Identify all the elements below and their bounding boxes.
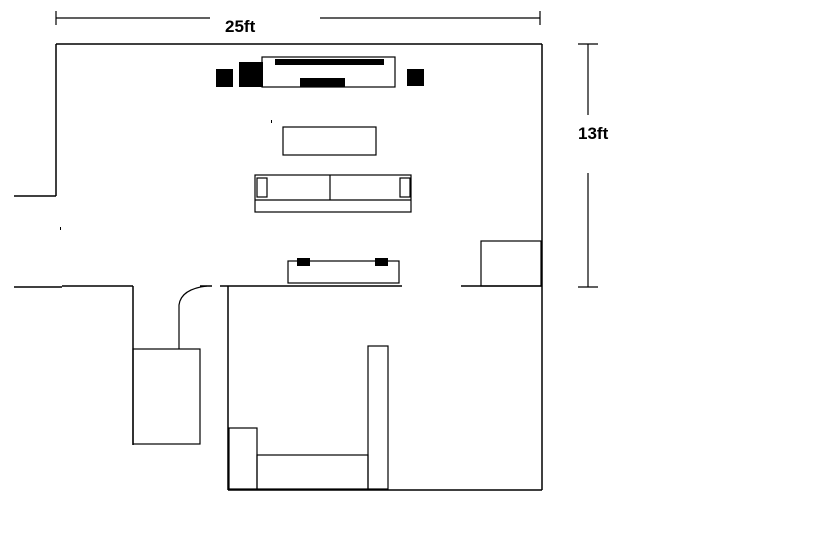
console-lamp-left — [297, 258, 310, 266]
height-dimension-label: 13ft — [578, 124, 609, 143]
closet-unit — [132, 348, 201, 445]
width-dimension — [55, 11, 541, 25]
subwoofer — [239, 62, 263, 87]
height-dimension — [578, 43, 598, 288]
bookshelf — [367, 345, 389, 490]
corner-cabinet — [480, 240, 542, 287]
sofa-frame — [254, 174, 412, 213]
stray-mark-left — [60, 227, 61, 230]
tv-screen — [275, 59, 384, 65]
console-table-top — [287, 260, 400, 284]
side-cabinet — [228, 427, 258, 490]
speaker-right — [407, 69, 424, 86]
walls — [14, 43, 543, 491]
coffee-table — [282, 126, 377, 156]
sofa — [254, 174, 412, 213]
av-receiver — [300, 78, 345, 87]
lower-room-furniture — [228, 345, 389, 490]
sofa-armrest-right — [399, 177, 411, 198]
speaker-left — [216, 69, 233, 87]
door-swing-arc — [178, 285, 208, 349]
console-table — [287, 258, 400, 284]
width-dimension-label: 25ft — [225, 17, 256, 36]
sofa-armrest-left — [256, 177, 268, 198]
entertainment-center — [216, 56, 424, 88]
stray-mark-top — [271, 120, 272, 123]
desk — [256, 454, 369, 490]
console-lamp-right — [375, 258, 388, 266]
